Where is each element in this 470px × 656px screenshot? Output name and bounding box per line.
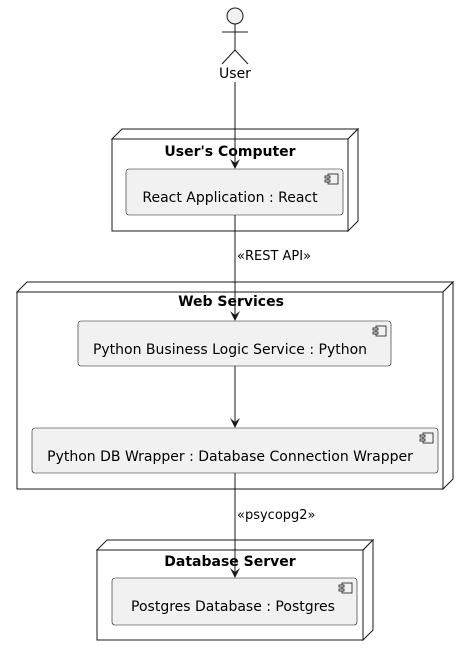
component-label: Python DB Wrapper : Database Connection …: [47, 449, 413, 465]
component-icon-tab-top: [324, 175, 331, 179]
component-icon-tab-bottom: [338, 588, 345, 592]
component-icon: [375, 325, 387, 337]
component-label: Postgres Database : Postgres: [131, 599, 335, 615]
component-icon-tab-bottom: [324, 179, 331, 183]
component-icon-tab-top: [419, 434, 426, 438]
component-python-business-logic: Python Business Logic Service : Python: [77, 320, 392, 367]
edge-label-rest-api: «REST API»: [237, 249, 311, 264]
component-icon-tab-bottom: [372, 331, 379, 335]
component-icon: [327, 173, 339, 185]
edge-label-psycopg2: «psycopg2»: [237, 508, 316, 523]
component-label: React Application : React: [142, 190, 318, 206]
component-icon-tab-top: [338, 584, 345, 588]
actor-label: User: [219, 66, 251, 82]
actor-right-leg: [234, 49, 249, 65]
actor-head: [226, 7, 244, 25]
node-title: Web Services: [178, 294, 284, 310]
component-label: Python Business Logic Service : Python: [93, 342, 367, 358]
component-icon-tab-top: [372, 327, 379, 331]
node-3d-side: [347, 127, 359, 233]
component-box: [111, 577, 358, 626]
component-postgres-database: Postgres Database : Postgres: [111, 577, 358, 626]
component-react-application: React Application : React: [125, 168, 344, 216]
user-actor: User: [219, 7, 251, 82]
component-icon-tab-bottom: [419, 438, 426, 442]
node-3d-side: [442, 280, 454, 491]
node-3d-side: [362, 538, 374, 642]
component-python-db-wrapper: Python DB Wrapper : Database Connection …: [31, 427, 439, 474]
node-title: Database Server: [164, 554, 295, 570]
component-icon: [341, 582, 353, 594]
component-icon: [422, 432, 434, 444]
actor-left-leg: [221, 49, 236, 65]
node-title: User's Computer: [164, 144, 295, 160]
